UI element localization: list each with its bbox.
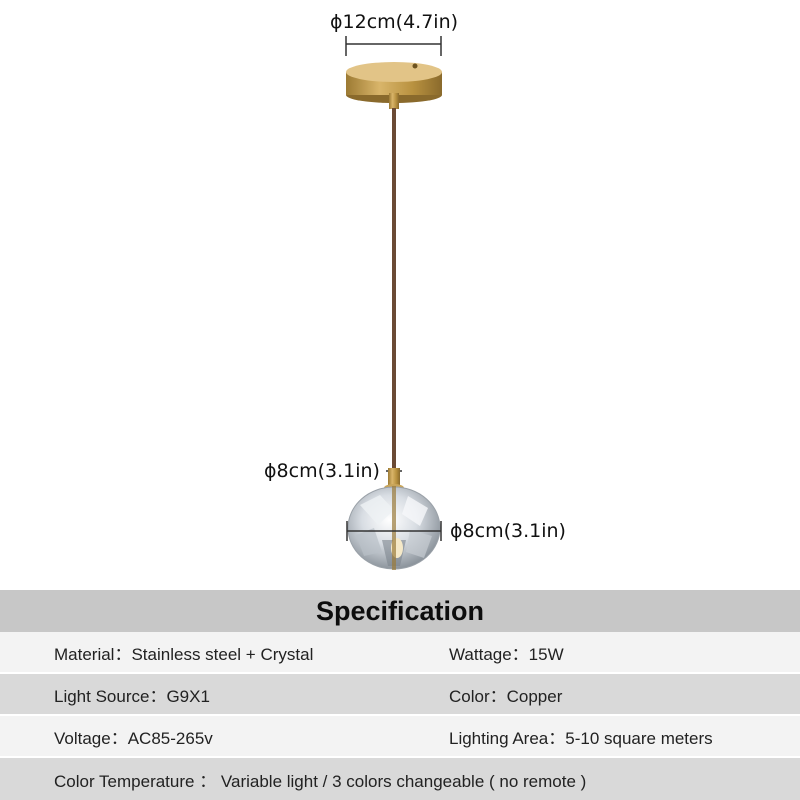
spec-row-voltage-area: Voltage：AC85-265v Lighting Area：5-10 squ… xyxy=(0,716,800,756)
spec-wattage: Wattage：15W xyxy=(449,644,564,664)
product-image: ϕ12cm(4.7in) ϕ8cm(3.1in) ϕ8cm(3.1in) xyxy=(264,11,566,570)
spec-color: Color：Copper xyxy=(449,686,563,706)
pendant-lamp-illustration xyxy=(345,36,442,570)
spec-lighting-area: Lighting Area：5-10 square meters xyxy=(449,728,713,748)
shade-width-label: ϕ8cm(3.1in) xyxy=(450,520,566,542)
shade-top-diameter-label: ϕ8cm(3.1in) xyxy=(264,460,380,482)
spec-row-color-temperature: Color Temperature ： Variable light / 3 c… xyxy=(0,758,800,800)
crystal-shade xyxy=(347,486,441,570)
spec-row-source-color: Light Source：G9X1 Color：Copper xyxy=(0,674,800,714)
spec-material: Material：Stainless steel + Crystal xyxy=(54,644,314,664)
canopy-dimension-line xyxy=(345,36,442,56)
ceiling-canopy xyxy=(346,62,442,109)
canopy-diameter-label: ϕ12cm(4.7in) xyxy=(330,11,459,33)
spec-row-material-wattage: Material：Stainless steel + Crystal Watta… xyxy=(0,632,800,672)
spec-voltage: Voltage：AC85-265v xyxy=(54,728,213,748)
spec-color-temperature: Color Temperature ： Variable light / 3 c… xyxy=(54,771,587,791)
specification-title: Specification xyxy=(0,590,800,632)
spec-light-source: Light Source：G9X1 xyxy=(54,686,210,706)
shade-width-dimension-line xyxy=(346,521,442,541)
